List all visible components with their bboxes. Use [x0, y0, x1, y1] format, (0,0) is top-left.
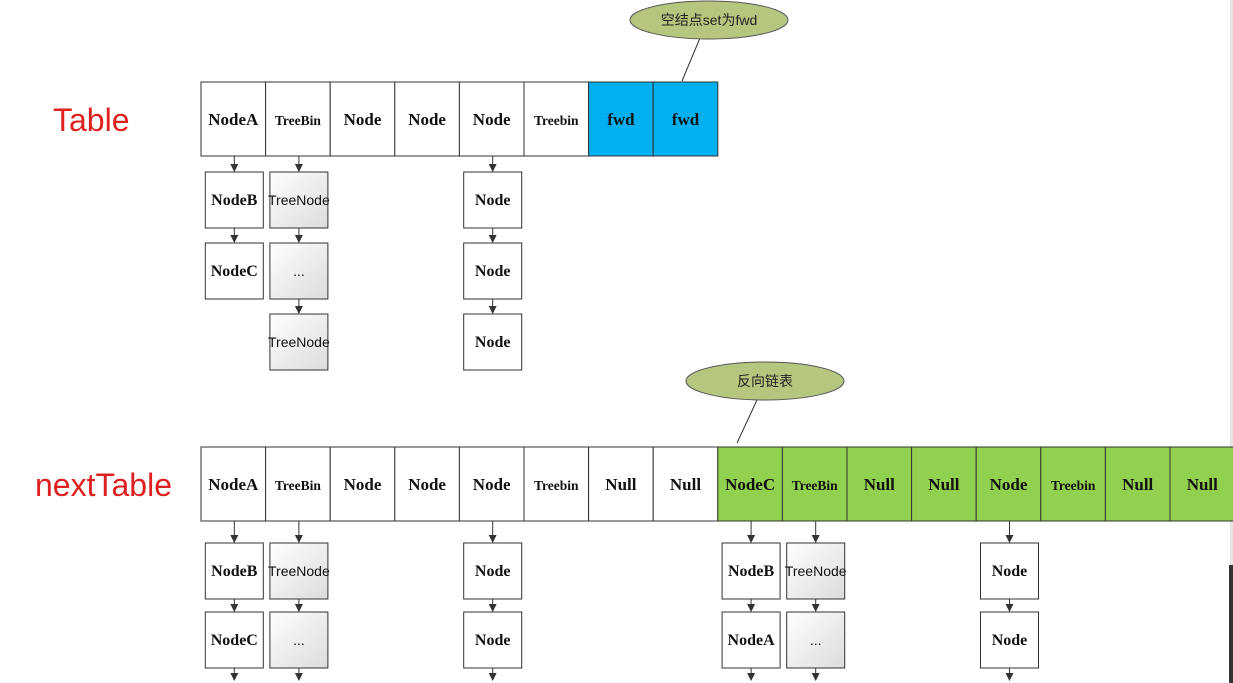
- table-slot-7-label: fwd: [672, 110, 700, 129]
- next-table-slot-2-label: Node: [344, 475, 382, 494]
- table-col0-nodec-label-1: NodeC: [211, 263, 258, 280]
- next-table-slot-13-label: Treebin: [1051, 478, 1096, 493]
- table-slot-0-label: NodeA: [208, 110, 259, 129]
- next-table-slot-5-label: Treebin: [534, 478, 579, 493]
- next-table-col1-treenode-label-0: TreeNode: [268, 563, 330, 579]
- next-table-slot-7: [652, 446, 719, 522]
- next-table-col1-treenode-box-0: [269, 542, 329, 600]
- next-table-slot-12: [975, 446, 1042, 522]
- table-col0-nodeb-box-0: [204, 171, 264, 229]
- next-table-slot-2: [329, 446, 396, 522]
- next-table-col12-node-box-1: [980, 611, 1039, 669]
- table-col4-node-box-0: [463, 171, 523, 229]
- table-array: NodeA TreeBin Node Node Node Treebin fwd fwd: [200, 81, 719, 157]
- next-table-slot-5: [523, 446, 590, 522]
- scrollbar-thumb[interactable]: [1229, 565, 1233, 683]
- next-table-slot-11: [911, 446, 977, 522]
- table-col1-ellipsis-label-1: ...: [293, 263, 305, 279]
- next-table-col4-node-label-0: Node: [475, 563, 511, 580]
- next-table-slot-1-label: TreeBin: [275, 478, 321, 493]
- table-slot-6: [588, 81, 654, 157]
- table-slot-7: [652, 81, 719, 157]
- table-slot-5: [523, 81, 590, 157]
- next-table-col9-ellipsis-label-1: ...: [810, 632, 822, 648]
- next-table-slot-7-label: Null: [670, 475, 701, 494]
- next-table-col4-node-box-1: [463, 611, 523, 669]
- table-chains: NodeBNodeCTreeNode...TreeNodeNodeNodeNod…: [204, 156, 523, 371]
- table-col1-treenode-label-2: TreeNode: [268, 334, 330, 350]
- next-table-slot-6-label: Null: [605, 475, 636, 494]
- next-table-col9-treenode-label-0: TreeNode: [785, 563, 847, 579]
- next-table-col8-nodea-label-1: NodeA: [728, 632, 776, 649]
- table-col4-node-label-2: Node: [475, 334, 511, 351]
- table-col1-ellipsis-box-1: [269, 242, 329, 300]
- next-table-col1-ellipsis-label-1: ...: [293, 632, 305, 648]
- table-label: Table: [53, 102, 130, 138]
- table-slot-5-label: Treebin: [534, 113, 579, 128]
- next-table-slot-0-label: NodeA: [208, 475, 259, 494]
- next-table-slot-4-label: Node: [473, 475, 511, 494]
- callout-top-text: 空结点set为fwd: [661, 12, 757, 28]
- table-col1-treenode-box-0: [269, 171, 329, 229]
- table-col0-nodec-box-1: [204, 242, 264, 300]
- table-col4-node-box-1: [463, 242, 523, 300]
- next-table-slot-3-label: Node: [408, 475, 446, 494]
- table-slot-4-label: Node: [473, 110, 511, 129]
- next-table-col8-nodeb-label-0: NodeB: [728, 563, 775, 580]
- next-table-col8-nodea-box-1: [721, 611, 781, 669]
- next-table-col8-nodeb-box-0: [721, 542, 781, 600]
- callout-reverse-list: 反向链表: [685, 361, 845, 444]
- next-table-slot-15: [1169, 446, 1233, 522]
- callout-bottom-text: 反向链表: [737, 373, 793, 389]
- next-table-slot-10: [846, 446, 913, 522]
- next-table-slot-9: [781, 446, 848, 522]
- next-table-col9-ellipsis-box-1: [786, 611, 846, 669]
- next-table-slot-8: [717, 446, 783, 522]
- next-table-slot-4: [458, 446, 525, 522]
- next-table-col12-node-box-0: [980, 542, 1039, 600]
- next-table-chains: NodeBNodeCTreeNode...NodeNodeNodeBNodeAT…: [204, 521, 1039, 681]
- next-table-slot-12-label: Node: [990, 475, 1028, 494]
- next-table-col0-nodeb-label-0: NodeB: [211, 563, 258, 580]
- next-table-col12-node-label-0: Node: [992, 563, 1028, 580]
- table-col4-node-label-0: Node: [475, 192, 511, 209]
- table-slot-1: [265, 81, 331, 157]
- table-slot-6-label: fwd: [607, 110, 635, 129]
- next-table-slot-14: [1104, 446, 1171, 522]
- table-col1-treenode-label-0: TreeNode: [268, 192, 330, 208]
- next-table-slot-9-label: TreeBin: [792, 478, 838, 493]
- table-slot-2: [329, 81, 396, 157]
- table-col1-treenode-box-2: [269, 313, 329, 371]
- table-col0-nodeb-label-0: NodeB: [211, 192, 258, 209]
- callout-empty-node-fwd: 空结点set为fwd: [629, 0, 789, 82]
- next-table-slot-13: [1040, 446, 1106, 522]
- next-table-label: nextTable: [35, 467, 172, 503]
- next-table-array: NodeA TreeBin Node Node Node Treebin Null Null N…: [200, 446, 1233, 522]
- next-table-col12-node-label-1: Node: [992, 632, 1028, 649]
- scrollbar-track: [1230, 0, 1233, 683]
- next-table-col4-node-label-1: Node: [475, 632, 511, 649]
- table-slot-3-label: Node: [408, 110, 446, 129]
- next-table-col1-ellipsis-box-1: [269, 611, 329, 669]
- table-slot-2-label: Node: [344, 110, 382, 129]
- table-col4-node-box-2: [463, 313, 523, 371]
- next-table-slot-10-label: Null: [864, 475, 895, 494]
- next-table-col4-node-box-0: [463, 542, 523, 600]
- next-table-col0-nodec-label-1: NodeC: [211, 632, 258, 649]
- next-table-col0-nodec-box-1: [204, 611, 264, 669]
- table-slot-4: [458, 81, 525, 157]
- table-col4-node-label-1: Node: [475, 263, 511, 280]
- next-table-slot-15-label: Null: [1187, 475, 1218, 494]
- next-table-slot-8-label: NodeC: [725, 475, 775, 494]
- table-slot-1-label: TreeBin: [275, 113, 321, 128]
- next-table-slot-11-label: Null: [928, 475, 959, 494]
- next-table-slot-14-label: Null: [1122, 475, 1153, 494]
